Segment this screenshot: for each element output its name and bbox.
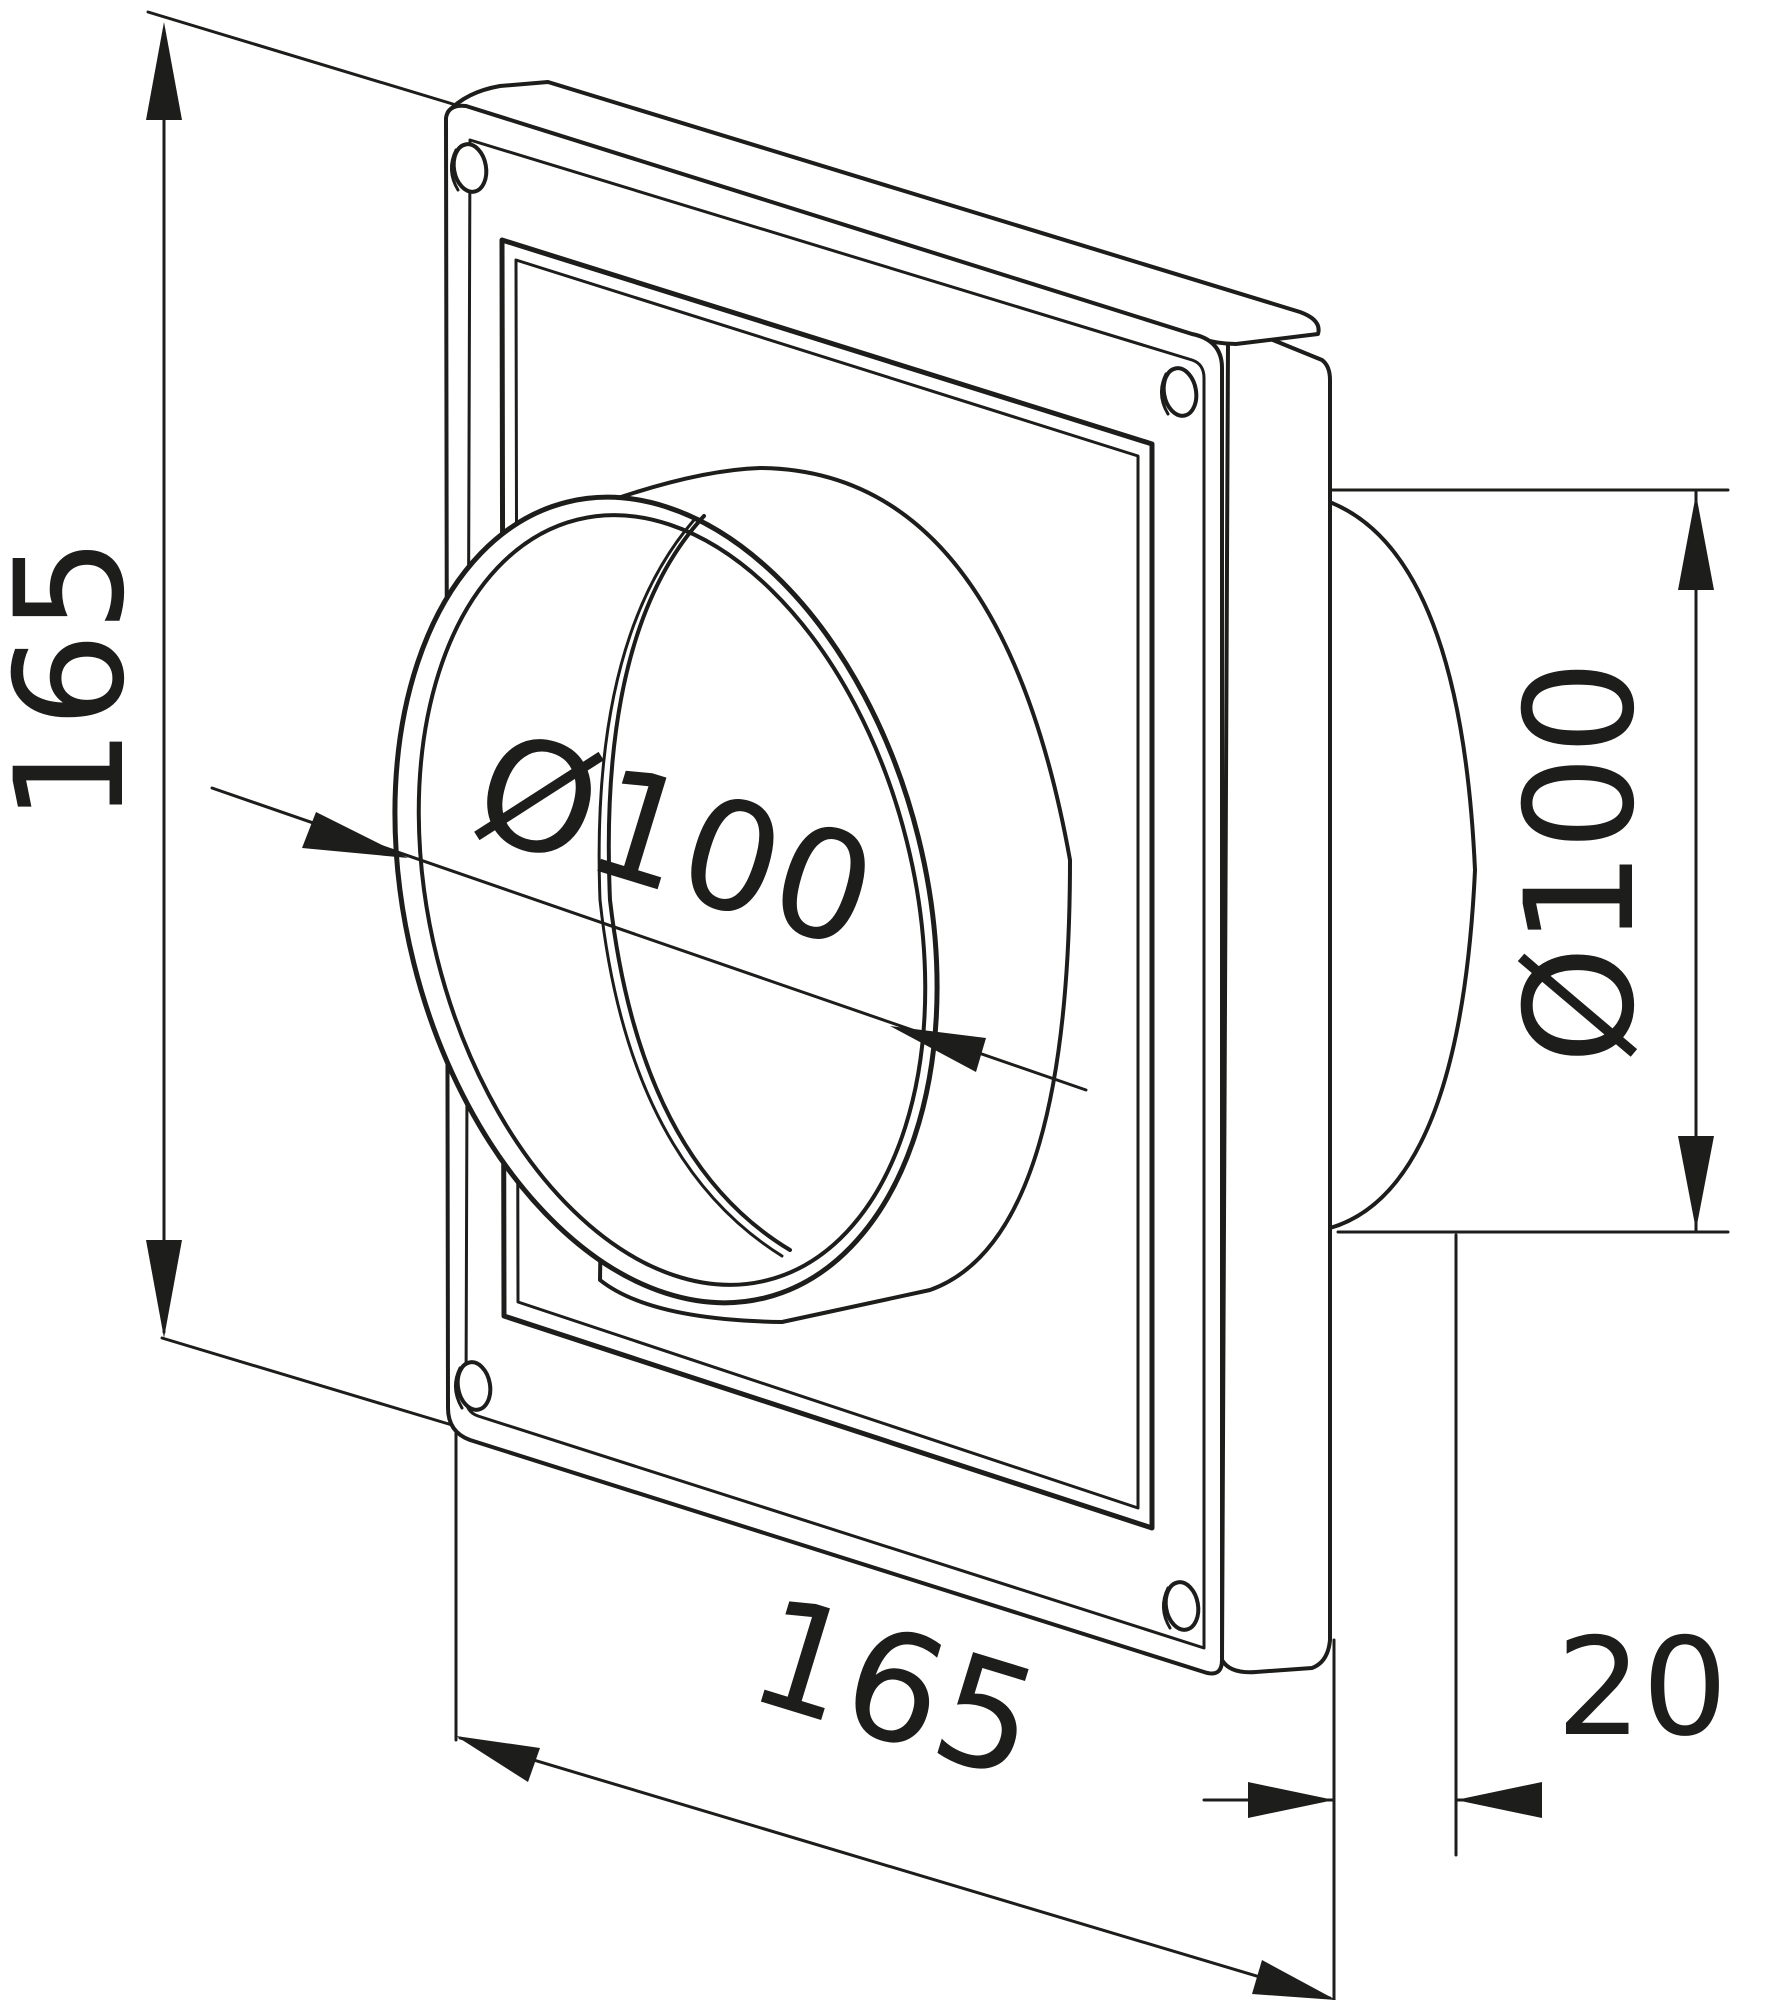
screw-hole-bottom-right xyxy=(1162,1580,1201,1632)
rear-diameter-label: Ø100 xyxy=(1494,660,1668,1064)
front-spigot xyxy=(392,466,1072,1324)
arrow-rear-dia-bottom xyxy=(1678,1136,1714,1230)
arrow-front-dia-left xyxy=(302,812,408,858)
arrow-width-right xyxy=(1252,1960,1336,2000)
arrow-height-bottom xyxy=(146,1240,182,1338)
arrow-width-left xyxy=(456,1736,540,1782)
rear-duct-outline xyxy=(1316,496,1477,1230)
screw-hole-bottom-left xyxy=(454,1360,493,1412)
arrow-rear-dia-top xyxy=(1678,494,1714,590)
extension-lines xyxy=(146,10,1730,2000)
arrow-front-dia-right xyxy=(890,1026,986,1072)
arrow-depth-left xyxy=(1248,1782,1334,1818)
depth-dimension-label: 20 xyxy=(1556,1609,1728,1766)
screw-hole-top-right xyxy=(1160,366,1199,418)
height-dimension-label: 165 xyxy=(0,537,158,823)
arrow-height-top xyxy=(146,22,182,120)
arrowheads xyxy=(146,22,1714,2000)
screw-hole-top-left xyxy=(450,142,489,194)
arrow-depth-right xyxy=(1456,1782,1542,1818)
